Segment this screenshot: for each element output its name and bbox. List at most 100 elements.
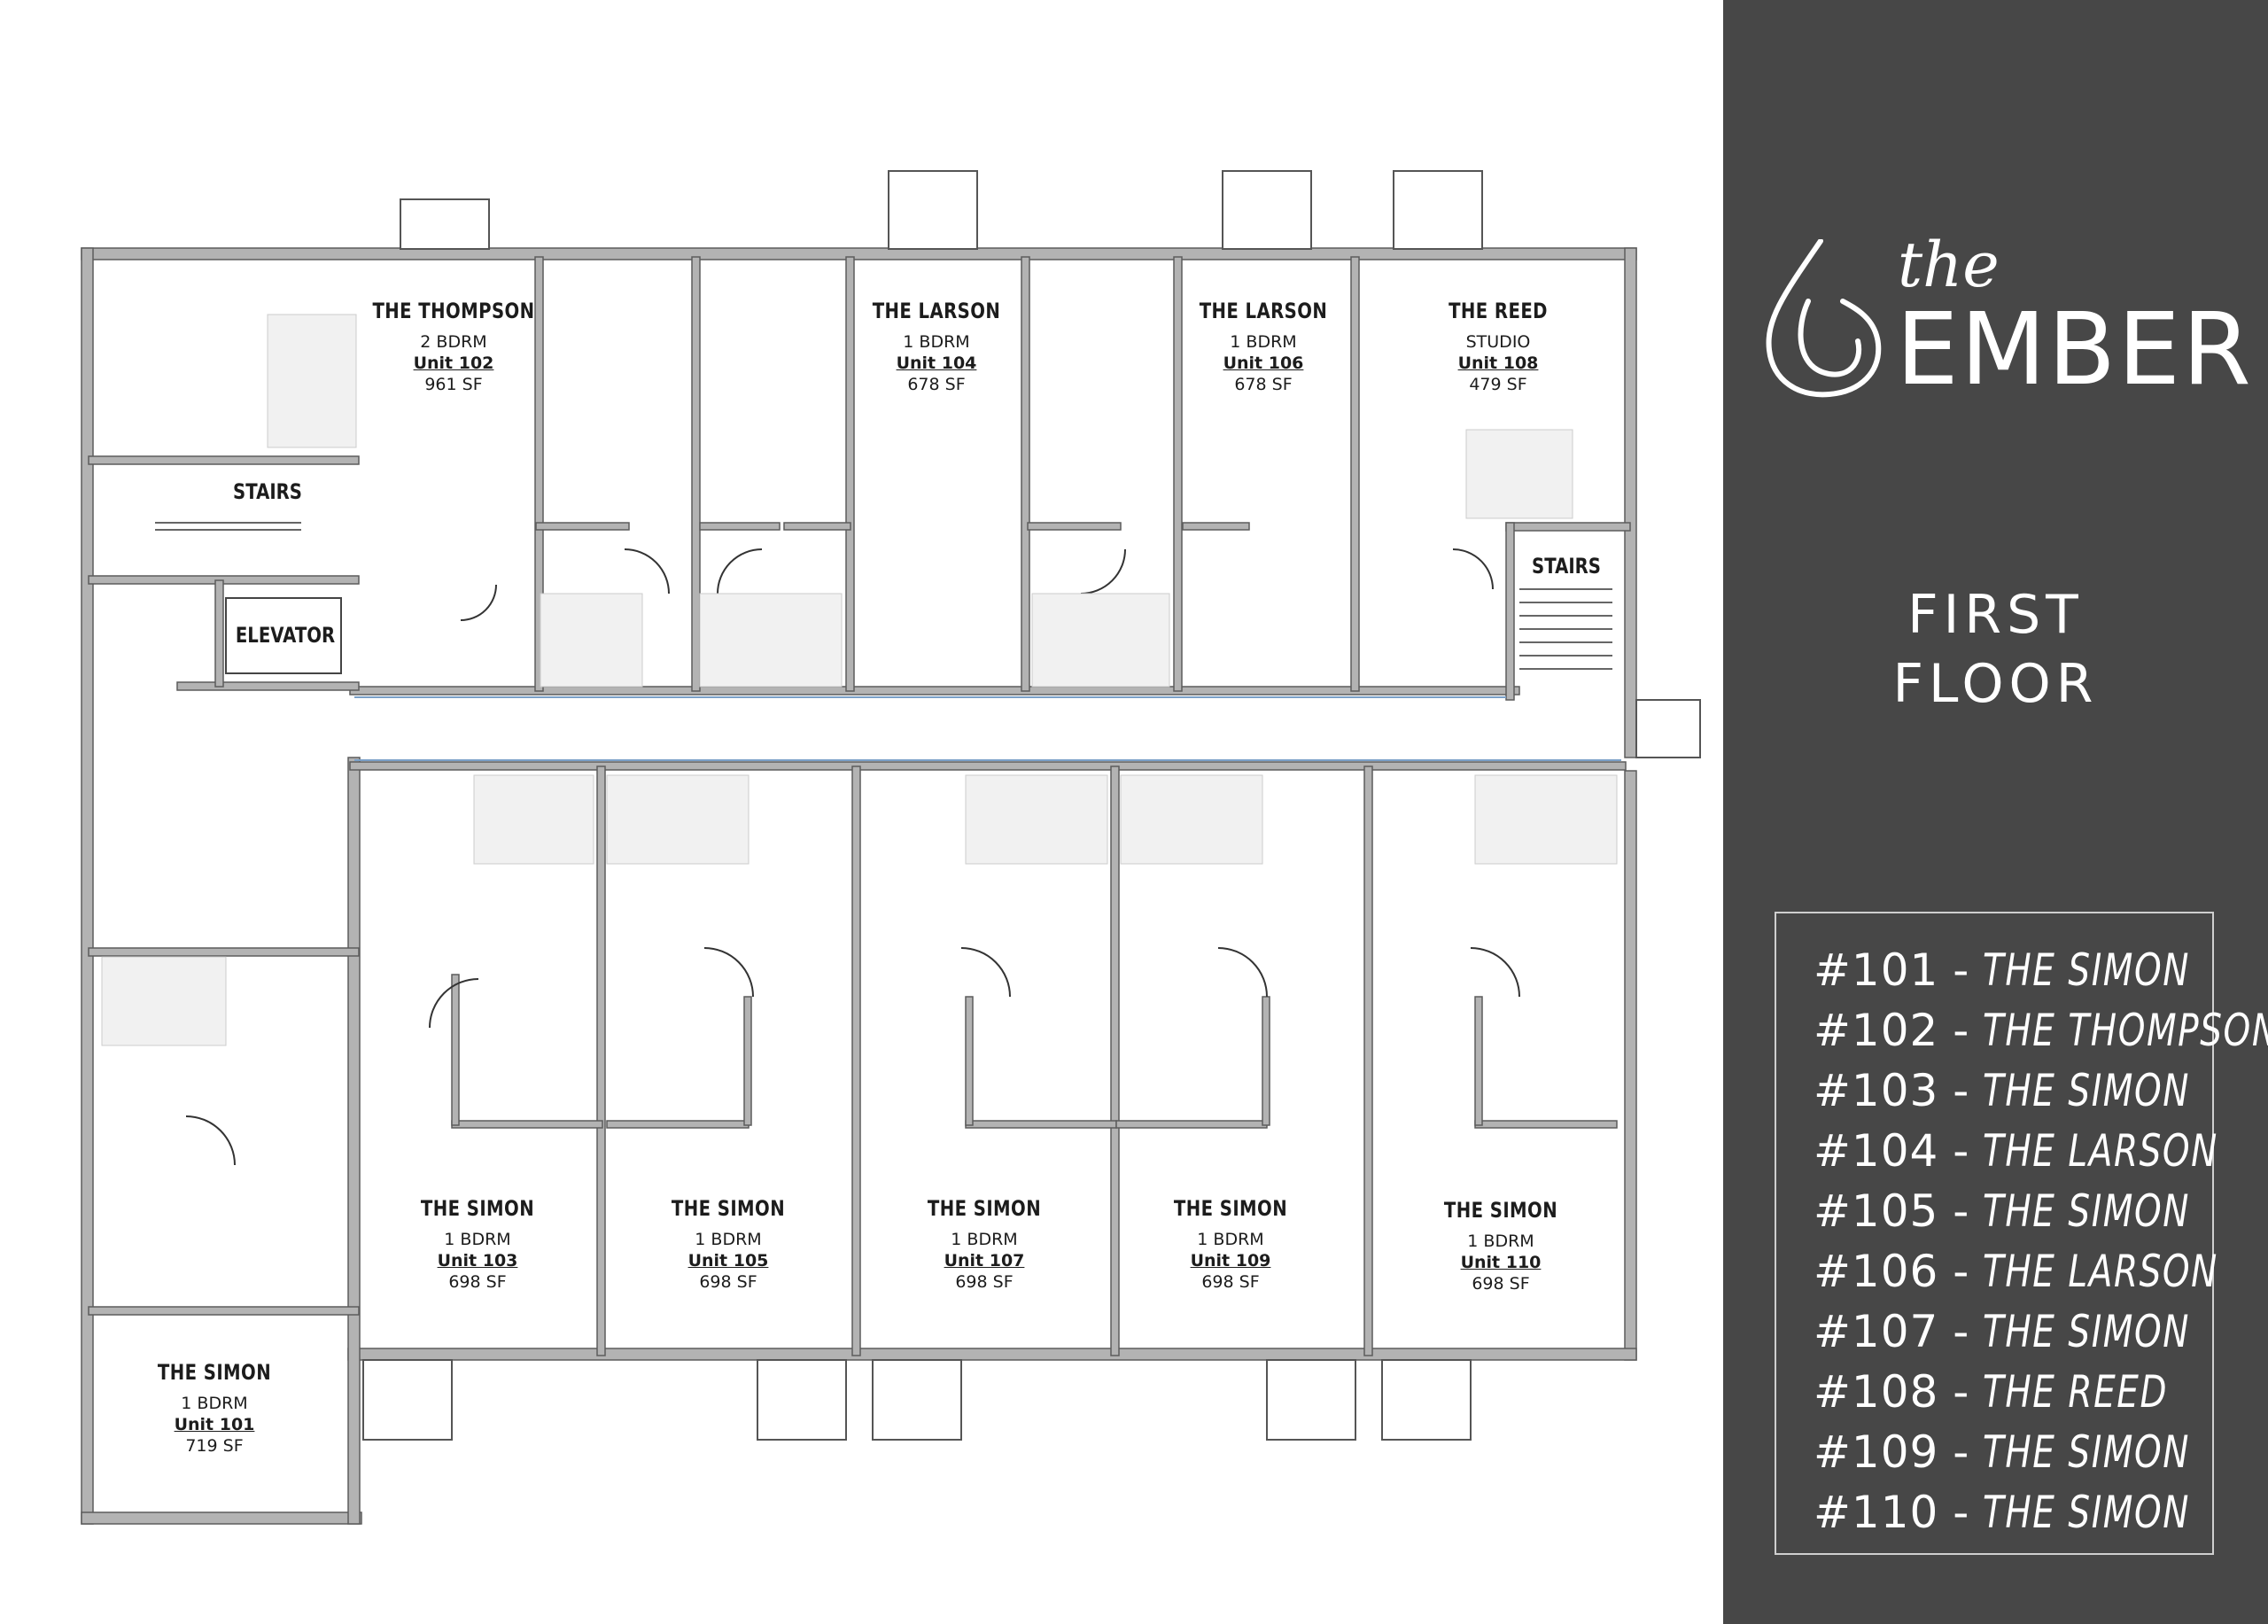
balcony-n4 [1393, 170, 1483, 250]
stairs-west-label: STAIRS [233, 479, 302, 504]
exterior-wall-bottom-left [81, 1511, 362, 1525]
wall-wing-mid [88, 947, 360, 957]
bathroom [1465, 429, 1573, 519]
bathroom [1031, 593, 1170, 688]
door-swing [1080, 548, 1126, 594]
logo-ember-text: EMBER [1896, 292, 2253, 408]
legend-item: #104 - THE LARSON [1814, 1125, 2219, 1177]
door-swing [624, 548, 670, 594]
wall-east-stairs-top [1505, 522, 1631, 532]
door-swing [185, 1115, 236, 1166]
exterior-wall-right-lower [1624, 770, 1637, 1361]
exterior-wall-left-upper [81, 247, 94, 1525]
wall-bed-n5 [1182, 522, 1250, 531]
legend-item: #106 - THE LARSON [1814, 1246, 2219, 1297]
door-swing [1452, 548, 1494, 590]
wall-bed-s8 [1262, 996, 1270, 1126]
exterior-wall-wing [347, 757, 361, 1525]
bathroom [101, 956, 227, 1046]
legend-item: #103 - THE SIMON [1814, 1065, 2191, 1116]
wall-s4 [1363, 765, 1373, 1356]
corridor-outline [354, 696, 1621, 761]
corridor-wall-south [349, 761, 1627, 771]
floor-plan [81, 170, 1701, 1525]
wall-bed-n2 [699, 522, 781, 531]
bathroom [699, 593, 843, 688]
wall-bed-s2 [606, 1120, 750, 1129]
wall-elevator-left [214, 579, 224, 688]
stairs-east-label: STAIRS [1532, 554, 1601, 579]
wall-stairs-top [88, 455, 360, 465]
wall-n4 [1021, 256, 1030, 692]
door-swing [960, 947, 1011, 998]
elevator-label: ELEVATOR [235, 623, 336, 648]
wall-bed-s1 [451, 1120, 603, 1129]
wall-s3 [1110, 765, 1120, 1356]
wall-bed-s3 [965, 1120, 1117, 1129]
bathroom [1120, 774, 1263, 865]
door-swing [429, 978, 479, 1029]
logo-the-text: the [1898, 229, 2000, 301]
legend-item: #110 - THE SIMON [1814, 1487, 2191, 1538]
wall-elevator-bottom [176, 681, 360, 691]
legend-item: #107 - THE SIMON [1814, 1306, 2191, 1357]
floor-title: FIRST FLOOR [1892, 584, 2099, 715]
wall-n1 [534, 256, 544, 692]
wall-bed-s7 [965, 996, 974, 1126]
wall-bed-s9 [1474, 996, 1483, 1126]
wall-east-stairs-left [1505, 522, 1515, 701]
wall-bed-s6 [743, 996, 752, 1126]
balcony-s2 [757, 1359, 847, 1441]
wall-bed-s5 [1474, 1120, 1618, 1129]
bathroom [606, 774, 750, 865]
exterior-wall-right-upper [1624, 247, 1637, 758]
wall-s1 [596, 765, 606, 1356]
balcony-n2 [888, 170, 978, 250]
door-swing [1470, 947, 1520, 998]
legend-item: #101 - THE SIMON [1814, 944, 2191, 996]
wall-n3 [845, 256, 855, 692]
balcony-n3 [1222, 170, 1312, 250]
door-swing [703, 947, 754, 998]
bathroom [965, 774, 1108, 865]
wall-bed-n3 [783, 522, 851, 531]
wall-n5 [1173, 256, 1183, 692]
bathroom [267, 314, 357, 448]
flame-logo-icon [1766, 239, 1882, 398]
elevator-car [225, 597, 342, 674]
wall-bed-n1 [535, 522, 630, 531]
sidebar-panel: the EMBER FIRST FLOOR #101 - THE SIMON #… [1723, 0, 2268, 1624]
corridor-wall-north [349, 686, 1520, 695]
wall-bed-n4 [1027, 522, 1122, 531]
entry-porch [1635, 699, 1701, 758]
bathroom [540, 593, 643, 688]
legend-item: #105 - THE SIMON [1814, 1185, 2191, 1237]
unit-legend: #101 - THE SIMON #102 - THE THOMPSON #10… [1775, 912, 2268, 1555]
wall-s2 [851, 765, 861, 1356]
wall-wing-low [88, 1306, 360, 1316]
door-swing [1217, 947, 1268, 998]
balcony-s1 [362, 1359, 453, 1441]
exterior-wall-bottom-right [347, 1348, 1637, 1361]
balcony-n1 [400, 198, 490, 250]
bathroom [1474, 774, 1618, 865]
wall-bed-s10 [451, 974, 460, 1126]
balcony-s4 [1266, 1359, 1356, 1441]
legend-item: #108 - THE REED [1814, 1366, 2169, 1418]
door-swing [460, 584, 497, 621]
legend-item: #102 - THE THOMPSON [1814, 1005, 2268, 1056]
wall-n6 [1350, 256, 1360, 692]
bathroom [473, 774, 594, 865]
balcony-s3 [872, 1359, 962, 1441]
legend-item: #109 - THE SIMON [1814, 1426, 2191, 1478]
